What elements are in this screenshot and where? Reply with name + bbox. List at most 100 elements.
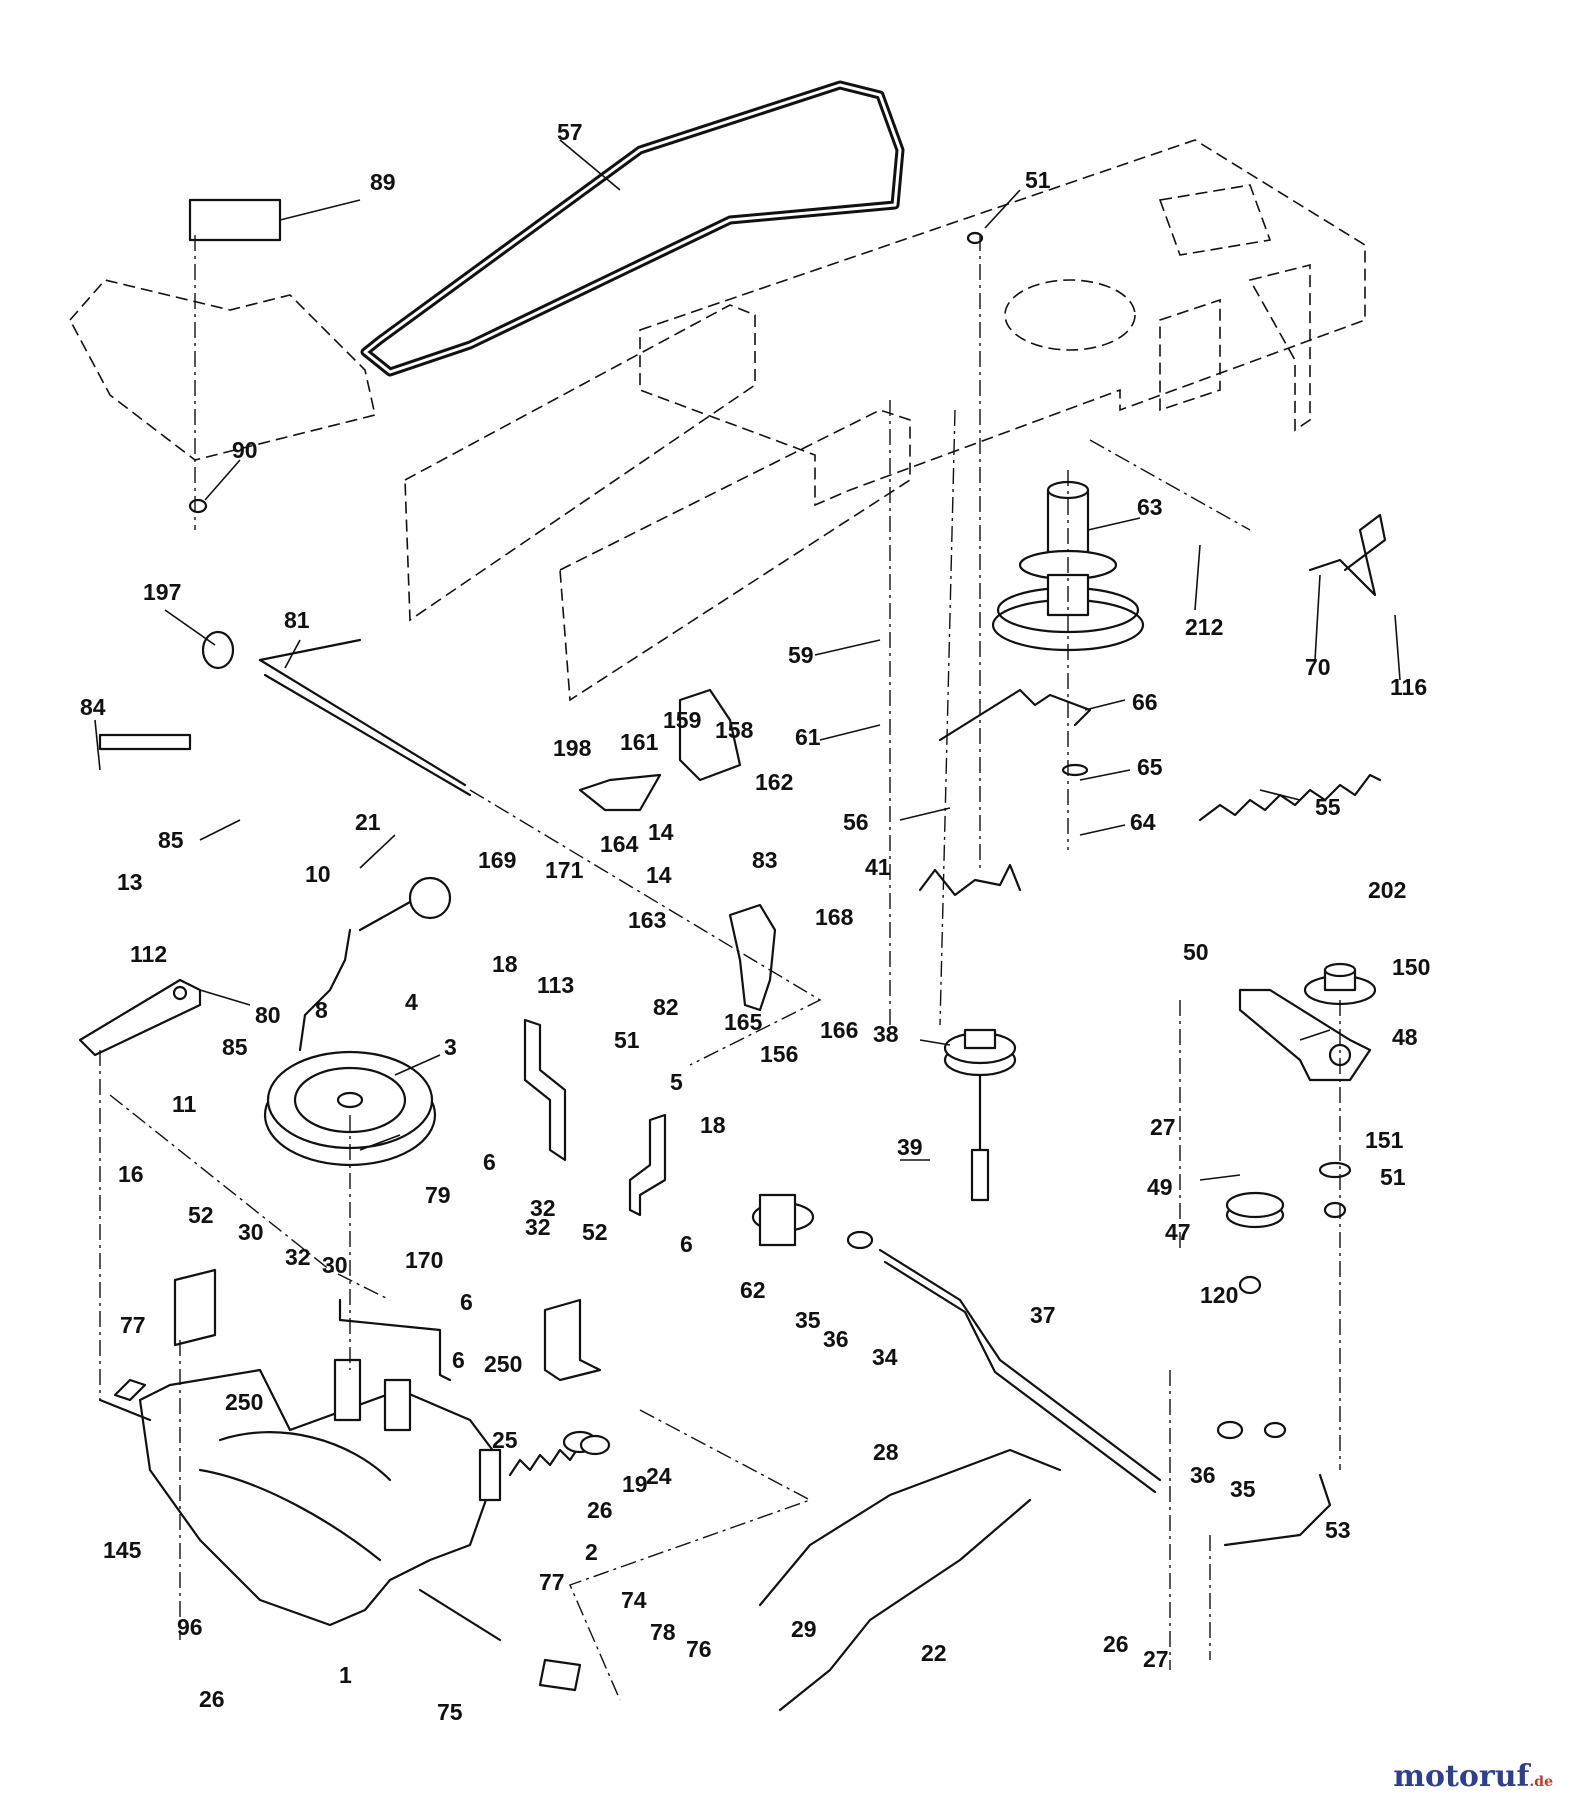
callout: 171 bbox=[545, 857, 584, 883]
callout: 4 bbox=[405, 989, 418, 1015]
callout: 11 bbox=[172, 1091, 197, 1117]
callout: 55 bbox=[1315, 794, 1341, 820]
callout: 39 bbox=[897, 1134, 923, 1160]
spring-55 bbox=[1198, 773, 1382, 822]
callout: 66 bbox=[1132, 689, 1158, 715]
callout: 6 bbox=[460, 1289, 473, 1315]
callout: 170 bbox=[405, 1247, 443, 1273]
callout: 5 bbox=[670, 1069, 683, 1095]
callout: 212 bbox=[1185, 614, 1223, 640]
bracket-80 bbox=[78, 978, 202, 1057]
callout: 197 bbox=[143, 579, 181, 605]
callout: 26 bbox=[1103, 1631, 1129, 1657]
callout: 89 bbox=[370, 169, 396, 195]
rod-41 bbox=[918, 863, 1022, 897]
callout: 56 bbox=[843, 809, 869, 835]
callout: 51 bbox=[614, 1027, 640, 1053]
callout: 85 bbox=[158, 827, 184, 853]
callout: 21 bbox=[355, 809, 381, 835]
callout: 22 bbox=[921, 1640, 947, 1666]
callout: 64 bbox=[1130, 809, 1156, 835]
callout: 35 bbox=[1230, 1476, 1256, 1502]
callout: 81 bbox=[284, 607, 310, 633]
transaxle-1 bbox=[98, 1358, 502, 1642]
callout: 159 bbox=[663, 707, 701, 733]
callout: 76 bbox=[686, 1636, 712, 1662]
watermark-brand: motoruf bbox=[1393, 1759, 1530, 1794]
callout: 47 bbox=[1165, 1219, 1191, 1245]
callout: 30 bbox=[322, 1252, 348, 1278]
callout: 50 bbox=[1183, 939, 1209, 965]
callout: 165 bbox=[724, 1009, 763, 1035]
callout: 1 bbox=[339, 1662, 352, 1688]
callout: 34 bbox=[872, 1344, 898, 1370]
callout: 162 bbox=[755, 769, 793, 795]
callout: 25 bbox=[492, 1427, 518, 1453]
rod-170 bbox=[338, 1298, 452, 1382]
callout: 169 bbox=[478, 847, 516, 873]
rod-66 bbox=[938, 688, 1092, 742]
shaft-81 bbox=[201, 630, 472, 797]
callout: 70 bbox=[1305, 654, 1331, 680]
callout: 61 bbox=[795, 724, 821, 750]
callout: 30 bbox=[238, 1219, 264, 1245]
watermark-logo: motoruf.de bbox=[1393, 1759, 1553, 1794]
idler-47 bbox=[1225, 1191, 1285, 1229]
callout: 85 bbox=[222, 1034, 248, 1060]
spring-25 bbox=[508, 1443, 582, 1477]
callout: 19 bbox=[622, 1471, 648, 1497]
callout: 163 bbox=[628, 907, 666, 933]
callout: 29 bbox=[791, 1616, 817, 1642]
callout: 96 bbox=[177, 1614, 203, 1640]
callout: 250 bbox=[225, 1389, 263, 1415]
bracket-30-right bbox=[543, 1298, 602, 1382]
callout: 156 bbox=[760, 1041, 798, 1067]
callout: 78 bbox=[650, 1619, 676, 1645]
callout: 38 bbox=[873, 1021, 899, 1047]
callout: 53 bbox=[1325, 1517, 1351, 1543]
rods-22-28 bbox=[758, 1448, 1062, 1712]
callout: 52 bbox=[188, 1202, 214, 1228]
callout: 14 bbox=[648, 819, 674, 845]
callout: 49 bbox=[1147, 1174, 1173, 1200]
callout: 14 bbox=[646, 862, 672, 888]
callout: 36 bbox=[1190, 1462, 1216, 1488]
callout: 79 bbox=[425, 1182, 451, 1208]
callout: 202 bbox=[1368, 877, 1406, 903]
callout: 77 bbox=[120, 1312, 146, 1338]
callout: 51 bbox=[1025, 167, 1051, 193]
callout: 32 bbox=[530, 1195, 556, 1221]
callout: 48 bbox=[1392, 1024, 1418, 1050]
callout: 116 bbox=[1390, 674, 1427, 700]
callout: 90 bbox=[232, 437, 258, 463]
callout: 84 bbox=[80, 694, 106, 720]
callout: 6 bbox=[452, 1347, 465, 1373]
callout-labels: 57 89 51 90 63 197 81 212 70 116 84 59 6… bbox=[80, 119, 1430, 1725]
callout: 166 bbox=[820, 1017, 858, 1043]
callout: 77 bbox=[539, 1569, 565, 1595]
callout: 6 bbox=[483, 1149, 496, 1175]
callout: 145 bbox=[103, 1537, 142, 1563]
callout: 63 bbox=[1137, 494, 1163, 520]
callout: 65 bbox=[1137, 754, 1163, 780]
callout: 57 bbox=[557, 119, 583, 145]
callout: 161 bbox=[620, 729, 659, 755]
callout: 151 bbox=[1365, 1127, 1404, 1153]
callout: 6 bbox=[680, 1231, 693, 1257]
watermark-tld: .de bbox=[1529, 1774, 1553, 1790]
callout: 13 bbox=[117, 869, 143, 895]
rod-53 bbox=[1223, 1473, 1332, 1547]
callout: 62 bbox=[740, 1277, 766, 1303]
callout: 75 bbox=[437, 1699, 463, 1725]
callout: 37 bbox=[1030, 1302, 1056, 1328]
callout: 16 bbox=[118, 1161, 144, 1187]
alignment-lines bbox=[99, 235, 1341, 1701]
callout: 27 bbox=[1143, 1646, 1169, 1672]
callout: 74 bbox=[621, 1587, 647, 1613]
callout: 120 bbox=[1200, 1282, 1238, 1308]
shaft-34 bbox=[878, 1248, 1162, 1494]
callout: 51 bbox=[1380, 1164, 1406, 1190]
callout: 32 bbox=[525, 1214, 551, 1240]
